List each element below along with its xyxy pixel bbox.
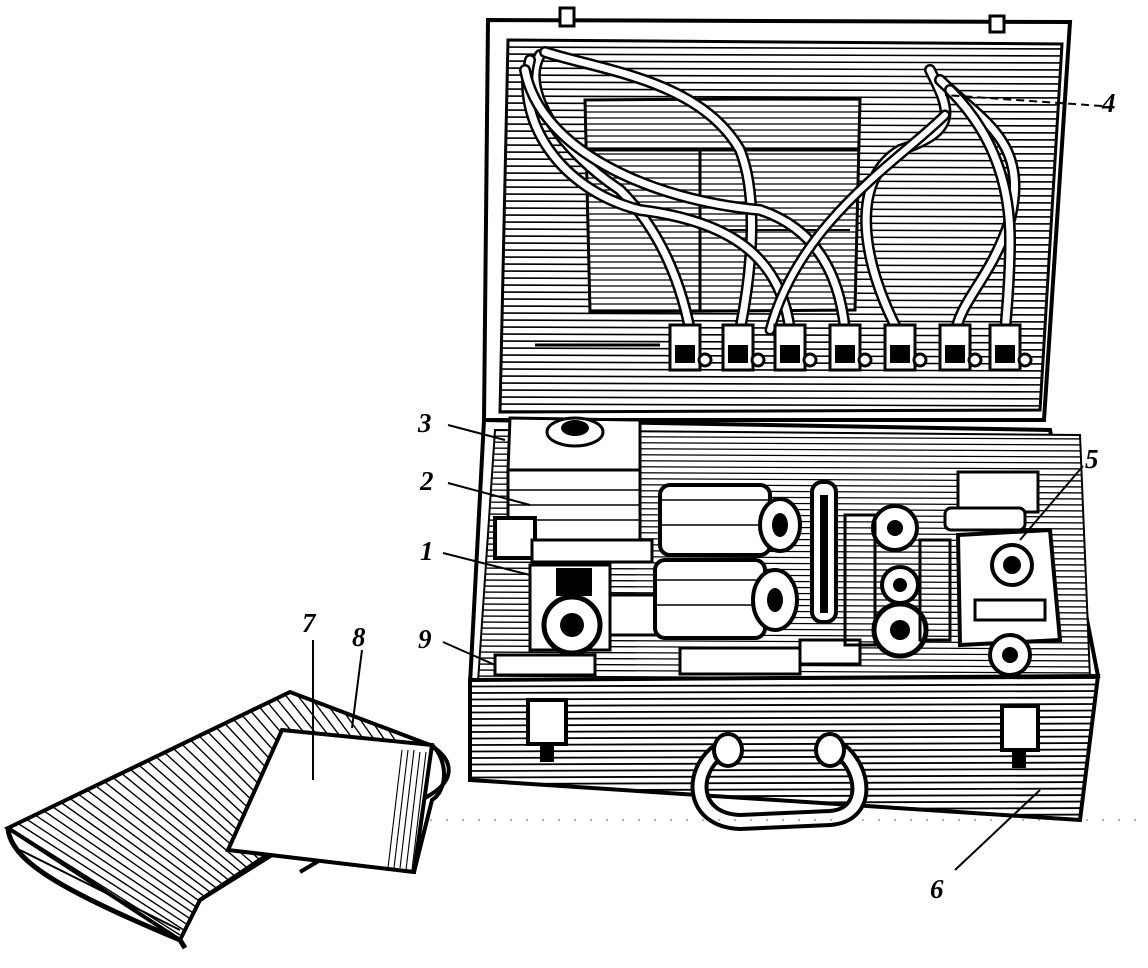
gear-assembly <box>843 504 952 659</box>
motor-cylinder-lower <box>653 558 799 640</box>
leader-lines <box>312 94 1103 871</box>
cable-plugs <box>668 323 1033 372</box>
callout-7: 7 <box>302 608 317 638</box>
gauge-tube <box>798 480 862 666</box>
callout-2: 2 <box>419 466 434 496</box>
case-lid <box>481 6 1073 422</box>
latch-left <box>526 698 568 762</box>
cable-harness <box>519 46 1021 346</box>
callout-3: 3 <box>417 408 432 438</box>
tray-bar <box>678 646 802 676</box>
callout-5: 5 <box>1085 444 1099 474</box>
callout-1: 1 <box>420 536 434 566</box>
instrument-block-2 <box>493 516 654 564</box>
motor-unit-1 <box>528 563 662 656</box>
instrument-block-3 <box>506 416 642 542</box>
carry-handle <box>690 732 869 832</box>
motor-cylinder-upper <box>658 483 802 557</box>
manual-book-small <box>225 727 446 875</box>
lid-hinge-left <box>558 6 576 28</box>
lid-hinge-right <box>988 14 1006 34</box>
latch-right <box>1000 704 1040 768</box>
callout-8: 8 <box>352 622 366 652</box>
callout-9: 9 <box>418 624 432 654</box>
callout-6: 6 <box>930 874 944 904</box>
instrument-block-5 <box>943 470 1063 677</box>
callout-4: 4 <box>1101 88 1116 118</box>
tray-bar-9 <box>493 653 597 677</box>
